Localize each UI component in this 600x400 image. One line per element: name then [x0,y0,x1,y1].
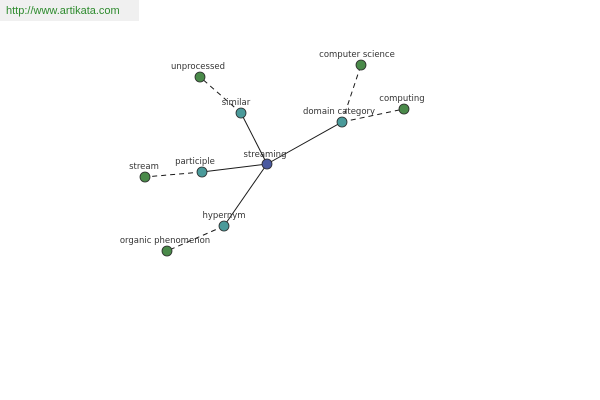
labels-layer: streaming similar domain category participl… [120,50,425,246]
edge-domain-category-to-computing [341,108,405,123]
edge-streaming-to-similar [240,112,268,165]
node-similar[interactable] [235,107,247,119]
node-computer-science[interactable] [355,59,367,71]
edge-streaming-to-hypernym [223,163,268,227]
node-label-computing[interactable]: computing [379,94,424,104]
node-label-computer-science[interactable]: computer science [319,50,395,60]
node-label-streaming[interactable]: streaming [244,150,287,160]
edge-domain-category-to-computer-science [341,64,362,123]
node-label-domain-category[interactable]: domain category [303,107,375,117]
edge-participle-to-stream [144,171,203,178]
node-domain-category[interactable] [336,116,348,128]
node-computing[interactable] [398,103,410,115]
node-stream[interactable] [139,171,151,183]
source-banner: http://www.artikata.com [0,0,139,21]
edges-layer [144,64,405,252]
node-participle[interactable] [196,166,208,178]
node-label-unprocessed[interactable]: unprocessed [171,62,225,72]
node-organic-phenomenon[interactable] [161,245,173,257]
node-unprocessed[interactable] [194,71,206,83]
node-label-stream[interactable]: stream [129,162,159,172]
nodes-layer [139,59,410,257]
node-label-similar[interactable]: similar [222,98,251,108]
source-link[interactable]: http://www.artikata.com [6,5,120,17]
node-label-hypernym[interactable]: hypernym [202,211,245,221]
node-label-participle[interactable]: participle [175,157,215,167]
edge-similar-to-unprocessed [199,76,242,114]
node-label-organic-phenomenon[interactable]: organic phenomenon [120,236,210,246]
node-streaming[interactable] [261,158,273,170]
edge-streaming-to-participle [201,163,268,173]
node-hypernym[interactable] [218,220,230,232]
edge-hypernym-to-organic-phenomenon [166,225,225,252]
edge-streaming-to-domain-category [266,121,343,165]
